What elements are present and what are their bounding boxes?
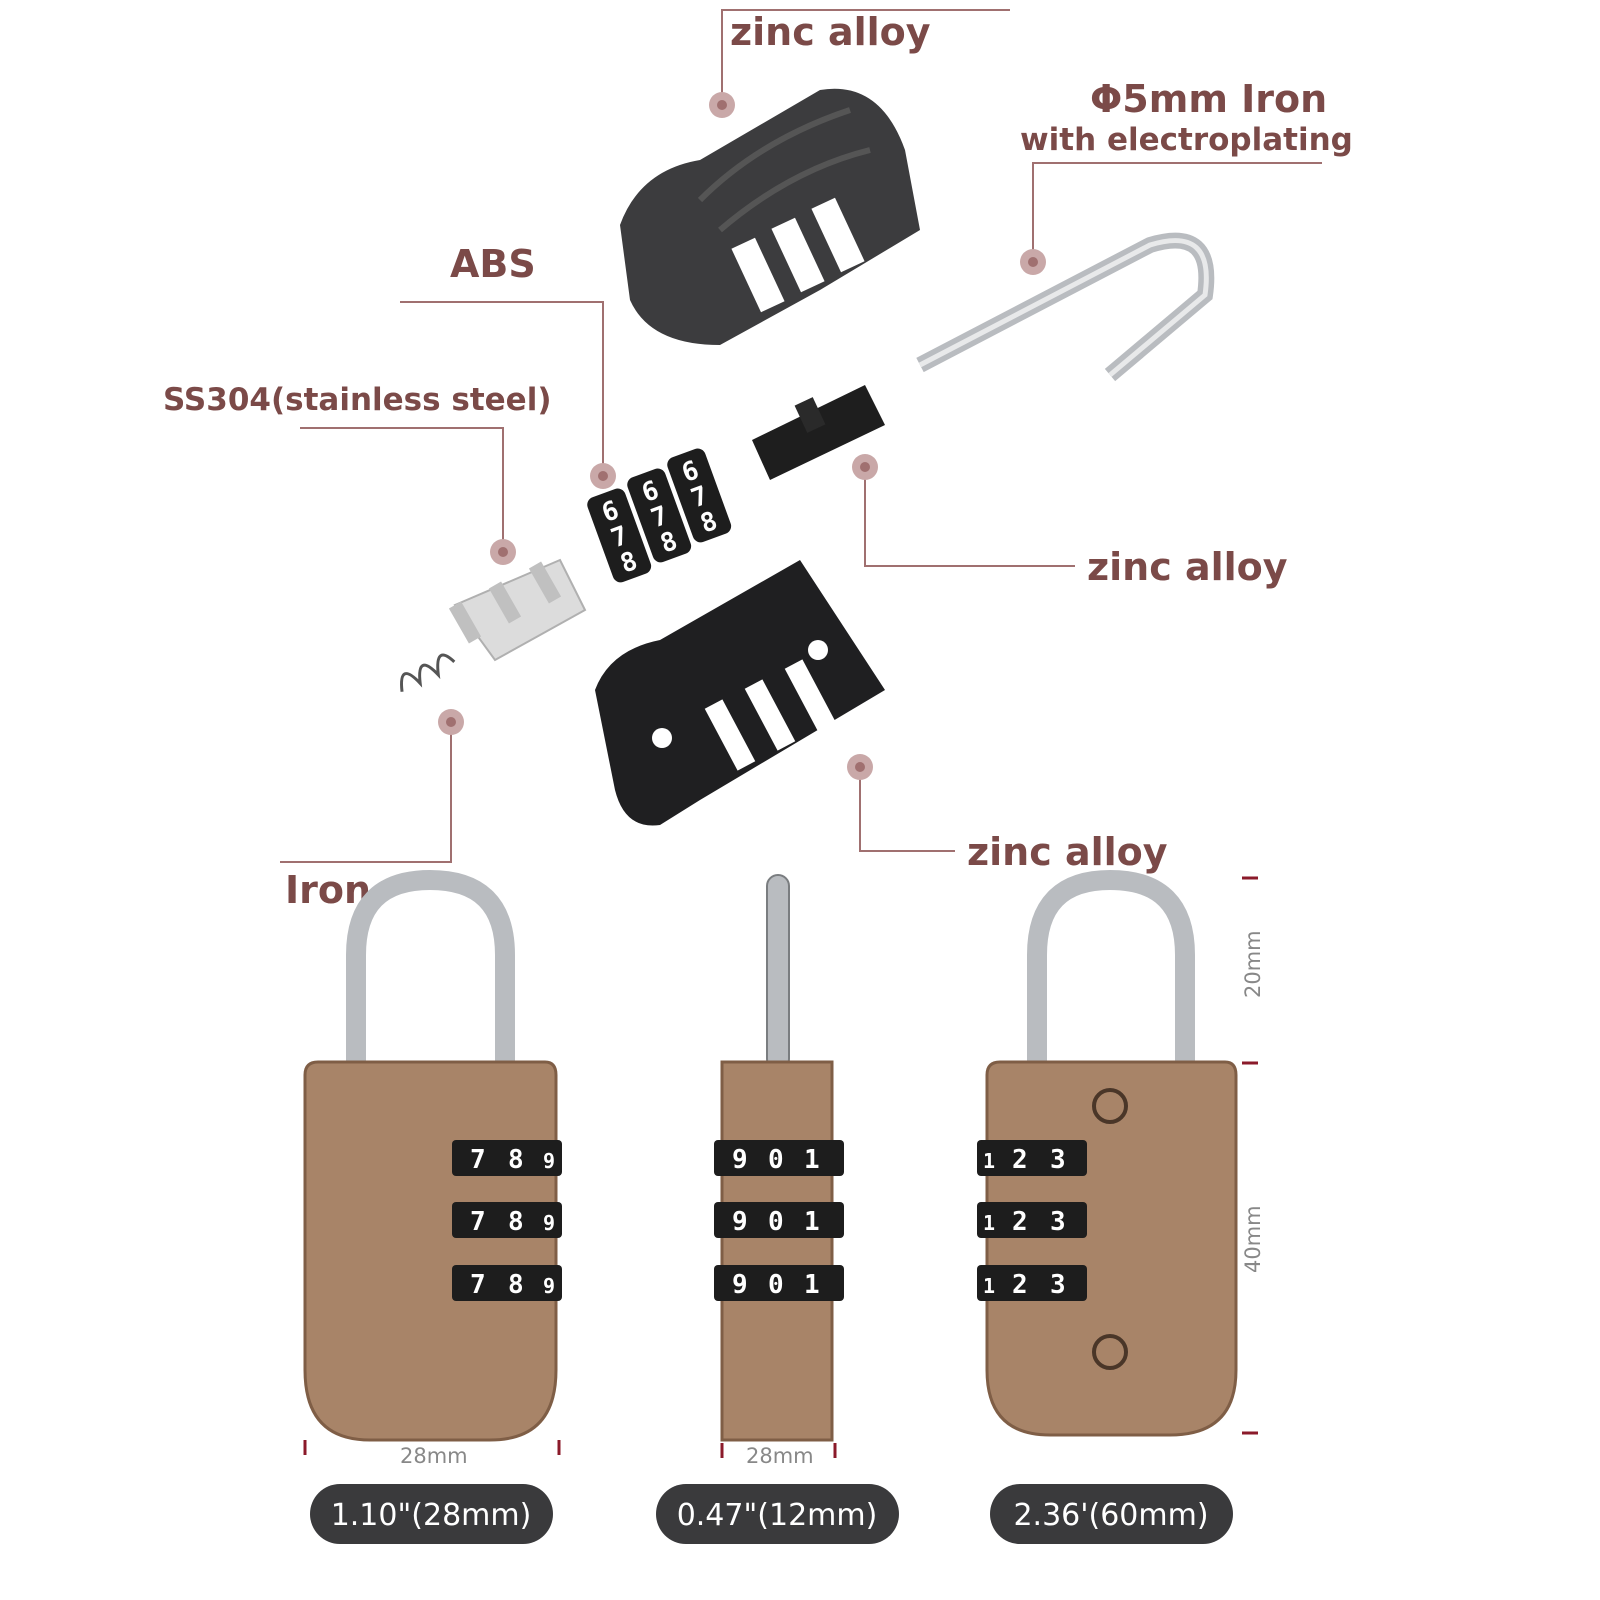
leader-lines [280, 9, 1322, 863]
size-pill-2: 0.47"(12mm) [656, 1484, 899, 1544]
label-plate: SS304(stainless steel) [163, 382, 551, 418]
leader-dots [438, 92, 1046, 780]
svg-text:2.36'(60mm): 2.36'(60mm) [1013, 1498, 1208, 1533]
svg-text:7: 7 [470, 1270, 486, 1300]
label-top-cover: zinc alloy [730, 10, 931, 54]
exploded-dials: 6 7 8 6 7 8 6 7 8 [587, 448, 732, 583]
svg-text:1.10"(28mm): 1.10"(28mm) [331, 1498, 532, 1533]
spring-part [400, 653, 456, 692]
svg-text:9: 9 [543, 1274, 555, 1298]
size-pill-1: 1.10"(28mm) [310, 1484, 553, 1544]
svg-text:9: 9 [732, 1270, 748, 1300]
top-cover-part [620, 88, 920, 345]
dim-body-height: 40mm [1241, 1205, 1265, 1273]
svg-text:9: 9 [732, 1145, 748, 1175]
svg-text:1: 1 [804, 1270, 820, 1300]
label-spindle: zinc alloy [1087, 545, 1288, 589]
svg-text:0: 0 [768, 1270, 784, 1300]
svg-text:3: 3 [1050, 1145, 1066, 1175]
svg-text:9: 9 [543, 1149, 555, 1173]
size-pill-3: 2.36'(60mm) [990, 1484, 1233, 1544]
bottom-cover-part [595, 560, 885, 826]
svg-text:0: 0 [768, 1145, 784, 1175]
svg-text:3: 3 [1050, 1207, 1066, 1237]
label-dials: ABS [450, 242, 536, 286]
svg-text:3: 3 [1050, 1270, 1066, 1300]
shackle-part [916, 232, 1215, 382]
spindle-part [752, 385, 885, 480]
svg-text:8: 8 [508, 1207, 524, 1237]
dim-side-width: 28mm [746, 1444, 814, 1468]
svg-text:9: 9 [543, 1211, 555, 1235]
svg-text:1: 1 [983, 1211, 995, 1235]
svg-text:0: 0 [768, 1207, 784, 1237]
svg-text:0.47"(12mm): 0.47"(12mm) [677, 1498, 878, 1533]
dim-front-width: 28mm [400, 1444, 468, 1468]
svg-text:8: 8 [508, 1145, 524, 1175]
svg-text:1: 1 [983, 1274, 995, 1298]
dim-shackle-height: 20mm [1241, 930, 1265, 998]
svg-text:2: 2 [1012, 1207, 1028, 1237]
svg-text:1: 1 [983, 1149, 995, 1173]
svg-text:2: 2 [1012, 1145, 1028, 1175]
svg-text:1: 1 [804, 1145, 820, 1175]
label-shackle-line1: Φ5mm Iron [1090, 77, 1327, 121]
label-spring: Iron [285, 868, 371, 912]
svg-text:2: 2 [1012, 1270, 1028, 1300]
label-shackle-line2: with electroplating [1020, 122, 1353, 158]
stainless-plate-part [448, 558, 587, 662]
svg-text:9: 9 [732, 1207, 748, 1237]
svg-text:7: 7 [470, 1207, 486, 1237]
svg-text:1: 1 [804, 1207, 820, 1237]
svg-text:8: 8 [508, 1270, 524, 1300]
svg-text:7: 7 [470, 1145, 486, 1175]
label-bottom-cover: zinc alloy [967, 830, 1168, 874]
